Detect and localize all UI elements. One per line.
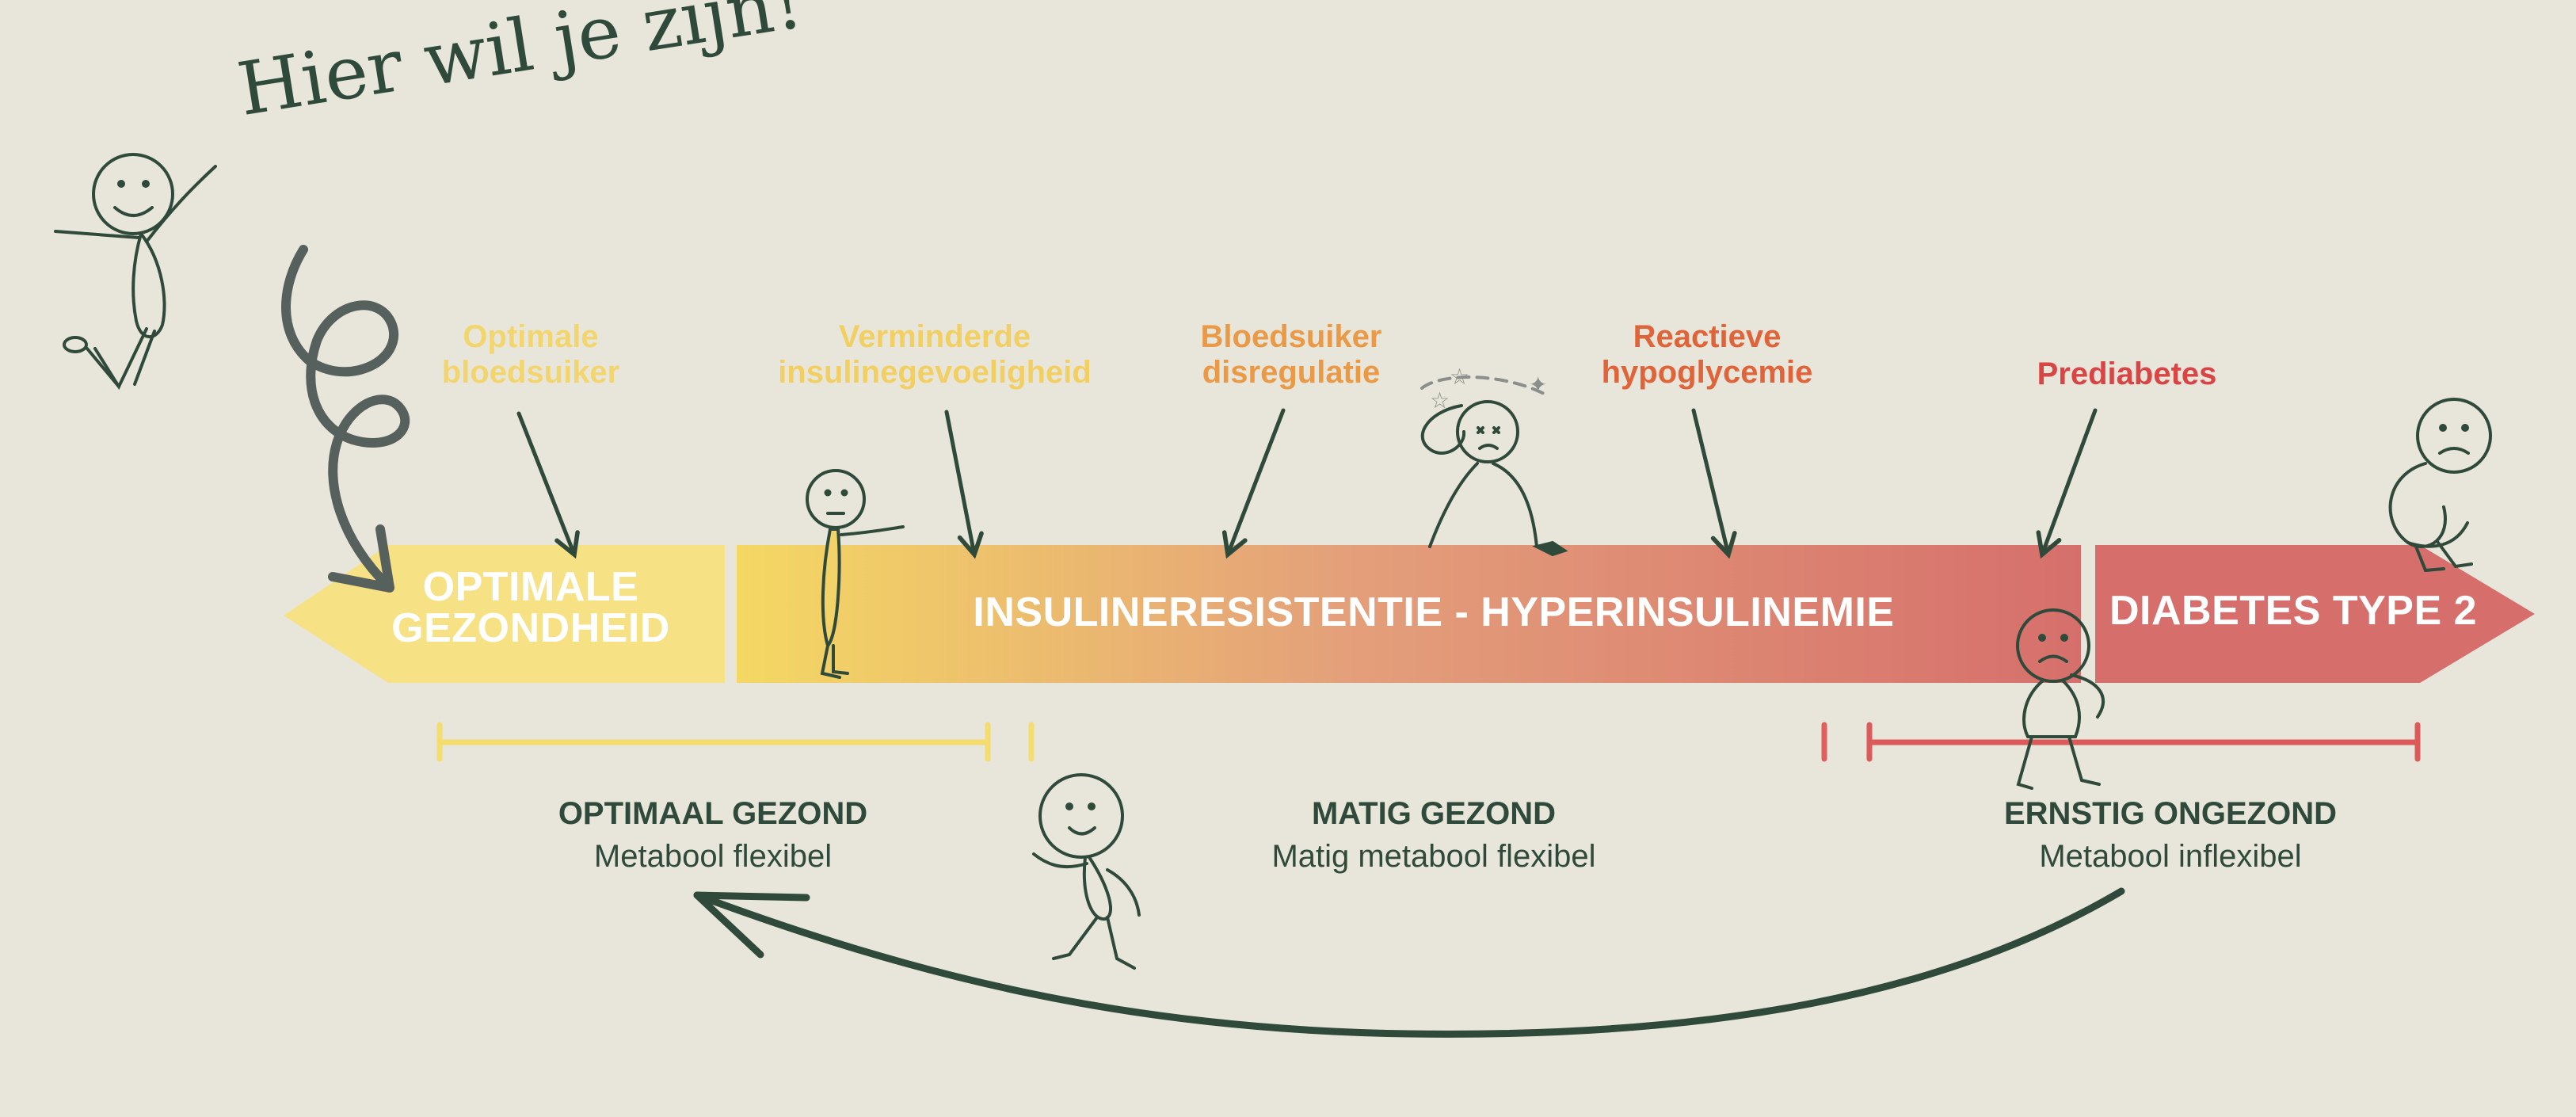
stage-label-line2: disregulatie [1202, 354, 1381, 390]
stage-label-line2: bloedsuiker [441, 354, 620, 390]
stage-label-reactive-hypoglycemia: Reactieve hypoglycemie [1576, 319, 1838, 391]
pointer-arrow-insulin-sensitivity [944, 410, 984, 559]
spiral-arrow [281, 245, 410, 591]
stage-label-prediabetes: Prediabetes [1996, 356, 2258, 392]
stage-label-line1: Verminderde [838, 319, 1031, 354]
health-level-title: OPTIMAAL GEZOND [558, 796, 868, 831]
svg-text:✦: ✦ [1529, 372, 1547, 397]
return-arrow [693, 887, 2125, 1038]
band-label-line1: OPTIMALE [422, 564, 639, 610]
spiral-arrow-head [328, 524, 394, 593]
health-level-title: ERNSTIG ONGEZOND [2003, 796, 2338, 831]
sad-sitting-figure-icon [2016, 608, 2105, 790]
health-level-moderate: MATIG GEZOND Matig metabool flexibel [1196, 792, 1671, 878]
band-label-optimal-health: OPTIMALE GEZONDHEID [360, 566, 701, 649]
health-level-subtitle: Matig metabool flexibel [1271, 839, 1596, 874]
stage-label-line1: Prediabetes [2037, 356, 2217, 391]
health-level-optimal: OPTIMAAL GEZOND Metabool flexibel [475, 792, 951, 878]
band-diabetes-shape [2095, 545, 2535, 683]
stage-label-blood-sugar-dysregulation: Bloedsuiker disregulatie [1172, 319, 1410, 391]
neutral-pointing-figure-icon [806, 469, 905, 679]
stage-label-insulin-sensitivity: Verminderde insulinegevoeligheid [729, 319, 1141, 391]
pointer-arrow-optimal [516, 411, 580, 559]
band-label-insulin-resistance: INSULINERESISTENTIE - HYPERINSULINEMIE [973, 589, 1895, 635]
svg-text:☆: ☆ [1450, 364, 1469, 389]
dizzy-figure-icon: ☆ ✦ ☆ [1420, 364, 1568, 557]
range-bracket-moderate [1028, 722, 1827, 762]
health-level-subtitle: Metabool flexibel [593, 839, 833, 874]
health-level-title: MATIG GEZOND [1311, 796, 1557, 831]
return-arrow-head [693, 891, 810, 959]
range-bracket-severe [1866, 722, 2421, 762]
stage-label-line2: insulinegevoeligheid [778, 354, 1092, 390]
sad-crouching-figure-icon [2388, 398, 2492, 573]
pointer-arrow-dysregulation [1221, 408, 1286, 559]
pointer-arrow-prediabetes [2036, 408, 2098, 559]
stage-label-line1: Optimale [463, 319, 599, 354]
pointer-arrow-hypoglycemia [1691, 408, 1737, 559]
range-bracket-optimal [436, 722, 991, 762]
band-optimal-shape [284, 545, 725, 683]
stage-label-line1: Reactieve [1633, 319, 1781, 354]
band-label-line2: GEZONDHEID [391, 605, 670, 651]
health-level-subtitle: Metabool inflexibel [2039, 839, 2302, 874]
health-level-severe: ERNSTIG ONGEZOND Metabool inflexibel [1933, 792, 2408, 878]
stage-label-optimal-blood-sugar: Optimale bloedsuiker [404, 319, 657, 391]
happy-jumping-figure-icon [54, 153, 217, 391]
band-label-diabetes-type-2: DIABETES TYPE 2 [2109, 588, 2478, 634]
stage-label-line1: Bloedsuiker [1200, 319, 1382, 354]
svg-text:☆: ☆ [1430, 388, 1450, 413]
stage-label-line2: hypoglycemie [1601, 354, 1813, 390]
stage-pointer-arrows [516, 408, 2098, 559]
band-insulin-shape [737, 545, 2081, 683]
walking-figure-icon [1032, 773, 1141, 970]
